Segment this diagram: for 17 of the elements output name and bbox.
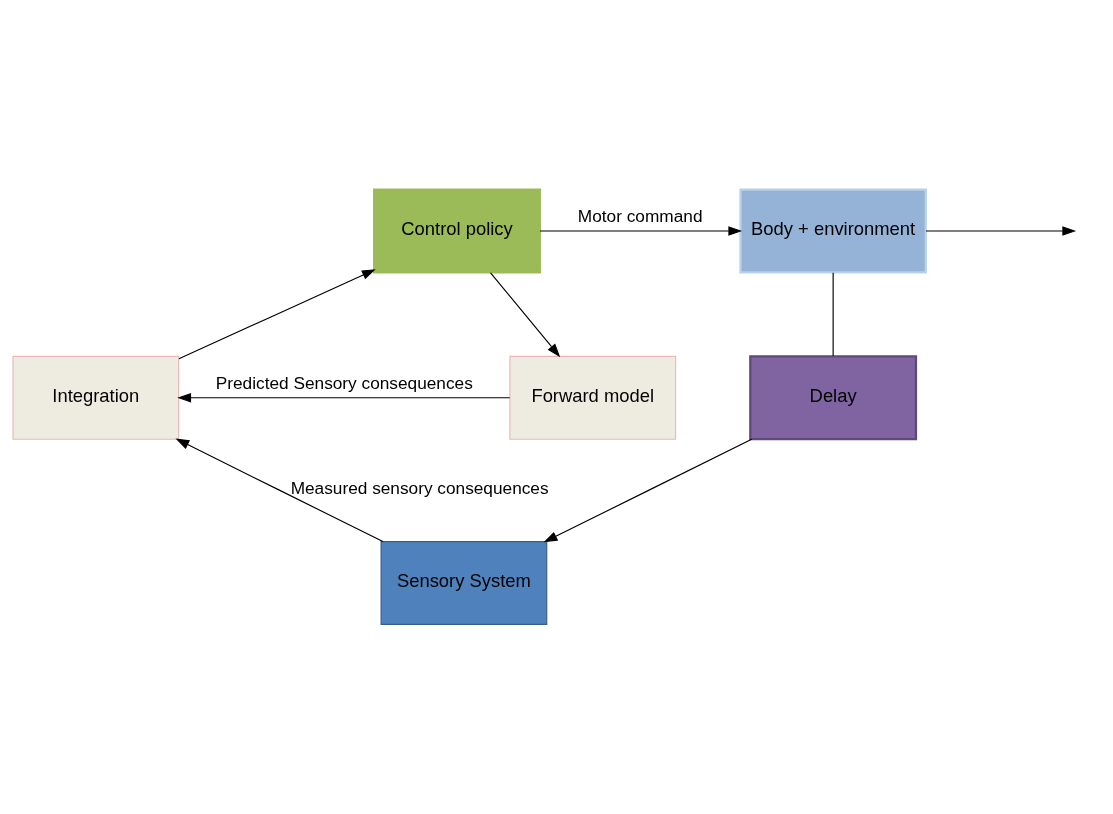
node-box: Integration	[12, 355, 180, 440]
arrow	[490, 272, 561, 358]
arrow	[539, 226, 743, 236]
edge-label: Predicted Sensory consequences	[215, 372, 473, 393]
edge-label: Measured sensory consequences	[290, 478, 549, 499]
node-box: Sensory System	[380, 541, 548, 625]
arrow	[175, 438, 384, 543]
node-box: Forward model	[509, 355, 677, 440]
arrow	[925, 226, 1077, 236]
node-box: Delay	[749, 355, 918, 441]
edge-label: Motor command	[577, 205, 703, 226]
connector	[832, 272, 834, 357]
node-box: Control policy	[373, 188, 541, 274]
arrow	[178, 269, 376, 360]
node-box: Body + environment	[739, 188, 927, 274]
arrow	[543, 438, 753, 543]
arrow	[177, 392, 511, 403]
